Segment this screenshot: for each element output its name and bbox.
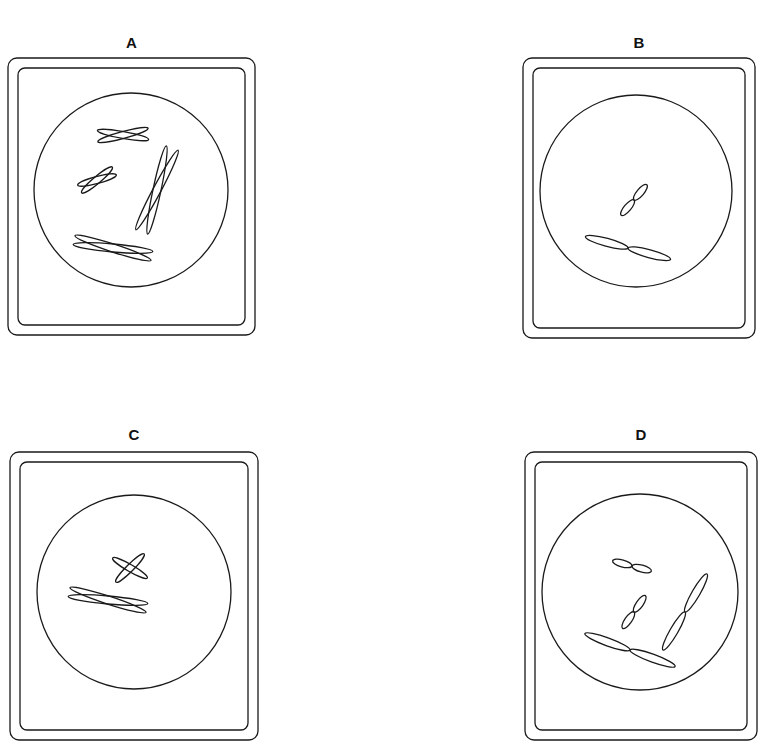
cell-wall: [8, 58, 255, 335]
panel-label: C: [10, 426, 258, 444]
cell-membrane: [18, 68, 245, 325]
cell-membrane: [535, 462, 747, 730]
cell-panel: D: [525, 426, 757, 740]
chromosomes: [583, 557, 710, 670]
cell-membrane: [20, 462, 248, 730]
nucleus: [542, 494, 738, 690]
cell-membrane: [533, 68, 745, 328]
cell-wall: [523, 58, 755, 338]
cell-wall: [525, 452, 757, 740]
panel-label: A: [8, 34, 255, 52]
nucleus: [34, 93, 228, 287]
chromosomes: [73, 125, 182, 264]
nucleus: [37, 495, 231, 689]
panel-label: D: [525, 426, 757, 444]
panel-label: B: [523, 34, 755, 52]
chromosomes: [68, 551, 149, 616]
nucleus: [540, 95, 732, 287]
cell-wall: [10, 452, 258, 740]
cell-panel: C: [10, 426, 258, 740]
cell-panel: A: [8, 34, 255, 335]
chromosomes: [584, 182, 671, 263]
cell-panel: B: [523, 34, 755, 338]
